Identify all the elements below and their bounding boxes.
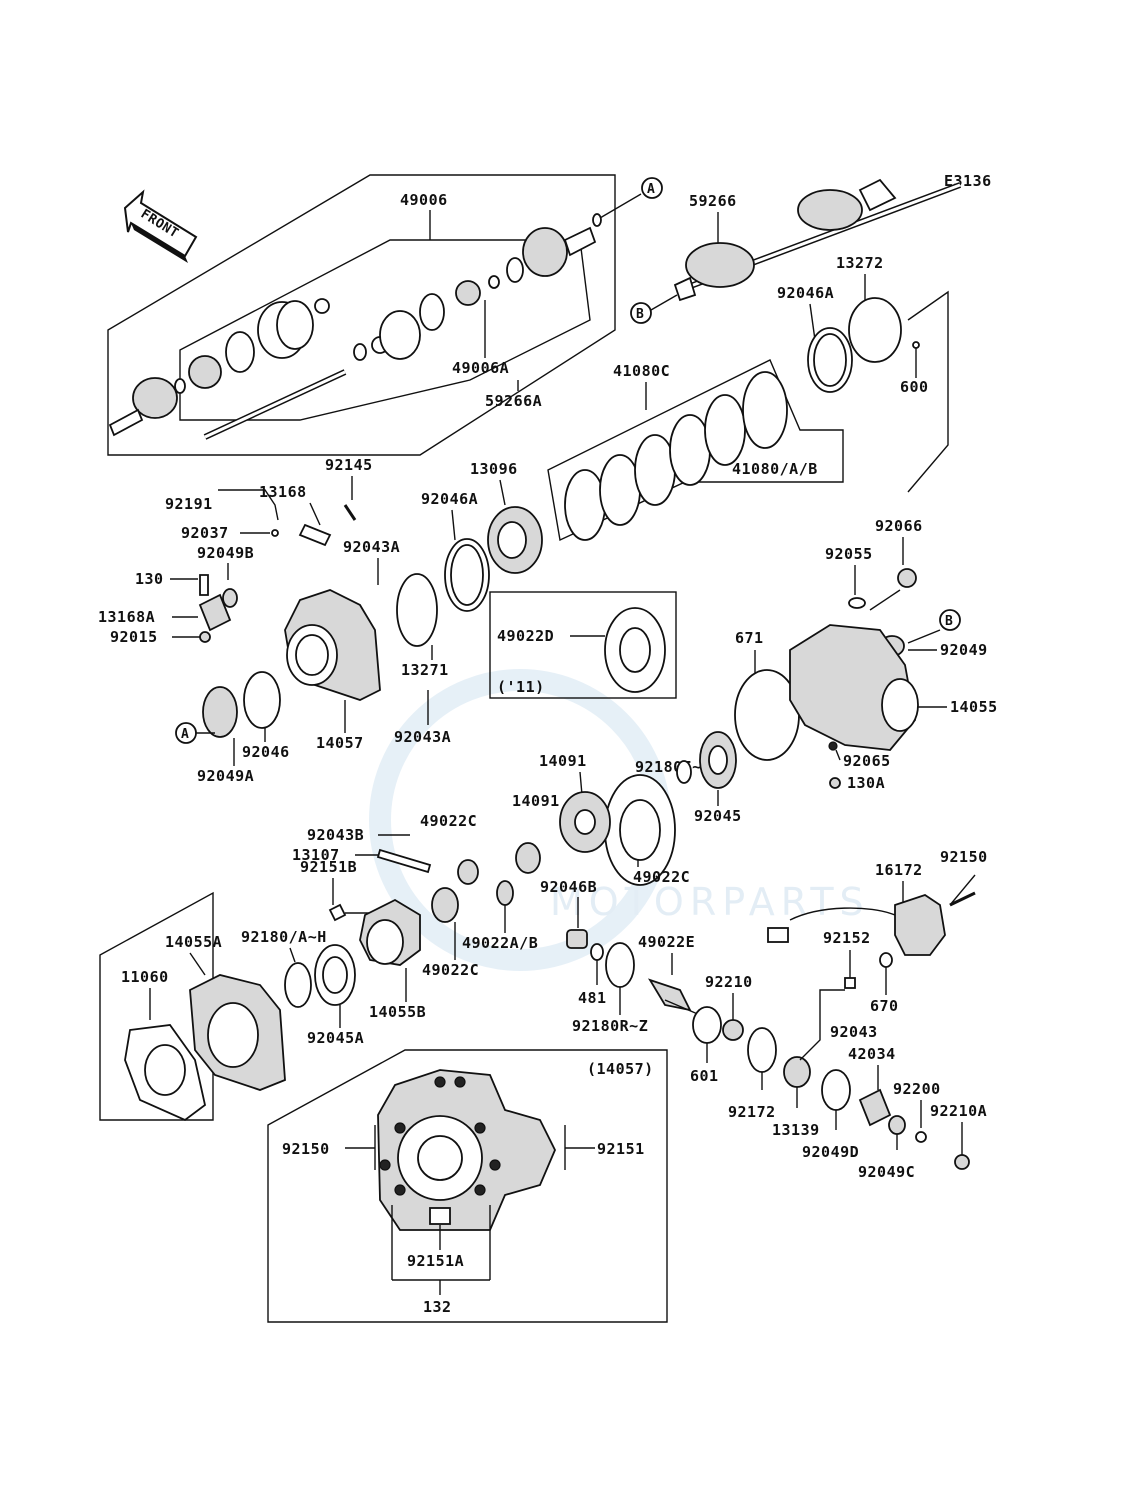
part-label: 92049C <box>858 1163 915 1181</box>
part-label: 92049 <box>940 641 988 659</box>
part-label: 92043A <box>343 538 400 556</box>
svg-text:B: B <box>636 307 644 322</box>
part-label: 92172 <box>728 1103 776 1121</box>
part-label: 670 <box>870 997 899 1015</box>
part-label: 92200 <box>893 1080 941 1098</box>
part-label: 11060 <box>121 968 169 986</box>
callout-b <box>630 302 652 324</box>
svg-text:A: A <box>181 727 189 742</box>
variant-label: ('11) <box>497 678 545 696</box>
part-label: 92191 <box>165 495 213 513</box>
part-label: 14055A <box>165 933 222 951</box>
part-label: 49006A <box>452 359 509 377</box>
part-label: 130 <box>135 570 164 588</box>
part-label: 92150 <box>282 1140 330 1158</box>
part-label: 92210 <box>705 973 753 991</box>
cover-14055b <box>359 898 421 966</box>
part-label: 671 <box>735 629 764 647</box>
part-label: 92180R~Z <box>572 1017 648 1035</box>
axle-59266 <box>673 178 962 302</box>
part-13168 <box>298 523 332 547</box>
housing-detail <box>377 1069 556 1231</box>
part-label: 92145 <box>325 456 373 474</box>
part-labels: 49006 49006A 59266A A 59266 B 13272 9204… <box>98 177 998 1323</box>
part-label: 14091 <box>512 792 560 810</box>
part-label: 41080/A/B <box>732 460 818 478</box>
part-label: 92151B <box>300 858 357 876</box>
part-13272 <box>848 297 902 363</box>
part-label: 92180/A~H <box>241 928 327 946</box>
part-label: 49022C <box>633 868 690 886</box>
clutch-plates <box>564 371 788 541</box>
part-label: 600 <box>900 378 929 396</box>
drive-shaft-assembly-box <box>107 174 616 456</box>
part-label: 92045 <box>694 807 742 825</box>
part-label: 92015 <box>110 628 158 646</box>
part-label: 92049D <box>802 1143 859 1161</box>
part-label: 14057 <box>316 734 364 752</box>
gasket-11060 <box>124 1024 207 1122</box>
part-label: 13107 <box>292 846 340 864</box>
part-label: 49022C <box>422 961 479 979</box>
part-label: 92049B <box>197 544 254 562</box>
part-label: 14055 <box>950 698 998 716</box>
svg-text:B: B <box>945 614 953 629</box>
housing-14055 <box>789 624 919 751</box>
housing-14057 <box>284 589 381 701</box>
part-label: 92037 <box>181 524 229 542</box>
inset-label: (14057) <box>587 1060 654 1078</box>
part-label: 92043B <box>307 826 364 844</box>
part-label: 92043A <box>394 728 451 746</box>
part-label: 92045A <box>307 1029 364 1047</box>
part-label: 13168 <box>259 483 307 501</box>
part-label: 13272 <box>836 254 884 272</box>
part-label: 49022D <box>497 627 554 645</box>
part-label: 14055B <box>369 1003 426 1021</box>
part-label: 59266A <box>485 392 542 410</box>
part-label: 601 <box>690 1067 719 1085</box>
part-label: 13271 <box>401 661 449 679</box>
part-label: 49022A/B <box>462 934 538 952</box>
part-label: 92150 <box>940 848 988 866</box>
housing-14055a <box>189 974 286 1091</box>
part-label: 92046A <box>777 284 834 302</box>
part-label: 92046 <box>242 743 290 761</box>
part-label: 92055 <box>825 545 873 563</box>
part-label: 92066 <box>875 517 923 535</box>
part-label: 92043 <box>830 1023 878 1041</box>
svg-text:MOTORPARTS: MOTORPARTS <box>550 880 870 924</box>
part-label: 13096 <box>470 460 518 478</box>
part-label: 92046A <box>421 490 478 508</box>
part-label: 42034 <box>848 1045 896 1063</box>
part-label: 14091 <box>539 752 587 770</box>
part-label: 92151 <box>597 1140 645 1158</box>
part-label: 13168A <box>98 608 155 626</box>
part-label: 92152 <box>823 929 871 947</box>
svg-text:A: A <box>647 182 655 197</box>
part-label: 49022E <box>638 933 695 951</box>
part-label: 92151A <box>407 1252 464 1270</box>
part-label: 16172 <box>875 861 923 879</box>
front-arrow-icon: FRONT <box>123 189 198 263</box>
part-label: 92065 <box>843 752 891 770</box>
part-label: 49022C <box>420 812 477 830</box>
part-label: 132 <box>423 1298 452 1316</box>
callout-a <box>641 177 663 199</box>
actuator-16172 <box>767 894 946 956</box>
part-label: 41080C <box>613 362 670 380</box>
part-label: 49006 <box>400 191 448 209</box>
part-label: 92049A <box>197 767 254 785</box>
part-label: 13139 <box>772 1121 820 1139</box>
part-label: 130A <box>847 774 885 792</box>
part-label: 92210A <box>930 1102 987 1120</box>
part-label: 92046B <box>540 878 597 896</box>
part-label: 59266 <box>689 192 737 210</box>
part-label: 481 <box>578 989 607 1007</box>
